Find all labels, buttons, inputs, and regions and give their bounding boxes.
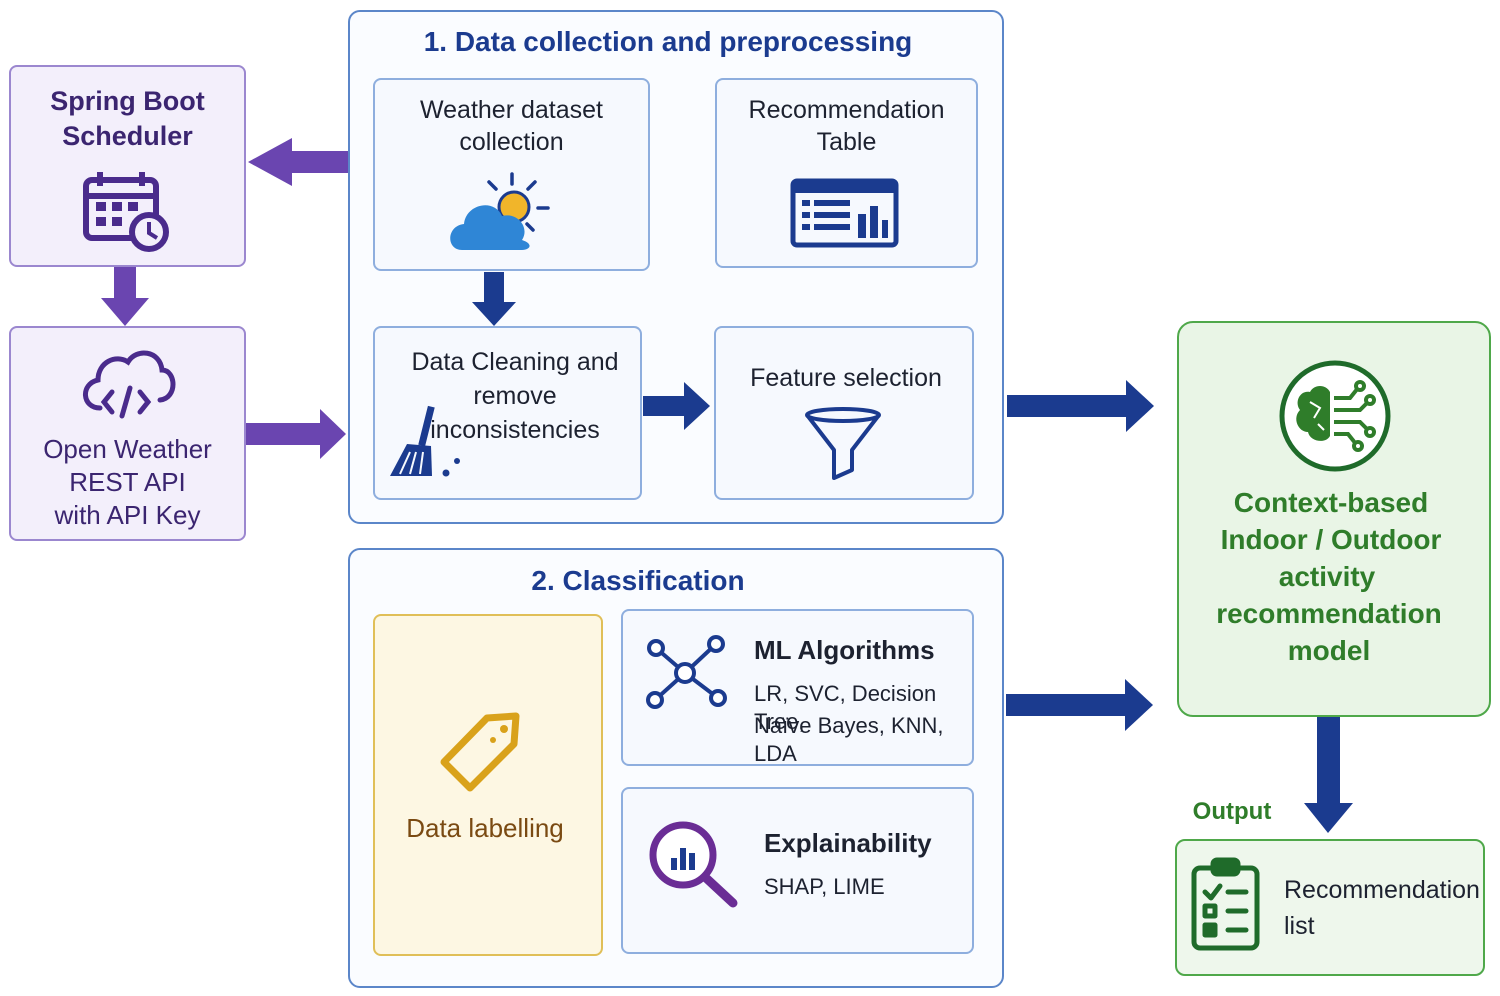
feature-selection-label: Feature selection: [750, 364, 942, 392]
cloud-code-icon: [83, 350, 176, 419]
data-labelling-label: Data labelling: [406, 813, 564, 843]
api-line-3: with API Key: [54, 500, 201, 530]
arrow-scheduler-to-api: [101, 267, 149, 326]
funnel-icon: [805, 407, 881, 480]
ml-algorithms-line-2: Naïve Bayes, KNN, LDA: [754, 713, 944, 767]
output-label: Output: [1192, 798, 1272, 825]
arrow-weather-to-cleaning: [472, 272, 516, 326]
recommendation-list-line-2: list: [1284, 912, 1315, 940]
ml-algorithms-card: [621, 609, 974, 766]
model-line-4: recommendation: [1216, 598, 1442, 629]
arrow-to-scheduler: [248, 138, 348, 186]
feature-selection-card: [714, 326, 974, 500]
arrow-section1-to-model: [1007, 380, 1154, 432]
table-chart-icon: [790, 178, 899, 248]
data-cleaning-label: Data Cleaning and remove inconsistencies: [411, 348, 619, 444]
spring-boot-scheduler-label: Spring Boot Scheduler: [50, 86, 205, 151]
ml-algorithms-line-1: LR, SVC, Decision Tree,: [754, 681, 937, 735]
arrow-model-to-output: [1304, 717, 1353, 833]
broom-icon: [390, 405, 460, 477]
explainability-sub: SHAP, LIME: [764, 874, 885, 899]
calendar-clock-icon: [83, 172, 169, 252]
arrow-api-to-section1: [246, 409, 346, 459]
data-labelling-card: [373, 614, 603, 956]
ml-algorithms-title: ML Algorithms: [754, 635, 935, 665]
recommendation-table-label: Recommendation Table: [748, 96, 945, 156]
brain-circuit-icon: [1279, 360, 1391, 472]
explainability-title: Explainability: [764, 828, 932, 858]
arrow-classification-to-model: [1006, 679, 1153, 731]
model-line-5: model: [1287, 635, 1371, 666]
tag-icon: [440, 712, 520, 792]
model-line-1: Context-based: [1233, 487, 1429, 518]
recommendation-list-line-1: Recommendation: [1284, 876, 1480, 904]
network-icon: [646, 635, 727, 709]
weather-dataset-label: Weather dataset collection: [420, 96, 603, 156]
spring-boot-scheduler-box: [9, 65, 246, 267]
api-line-1: Open Weather: [43, 434, 212, 464]
clipboard-checklist-icon: [1191, 857, 1260, 951]
magnifier-chart-icon: [649, 821, 738, 908]
section-2-title: 2. Classification: [531, 565, 745, 596]
sun-cloud-icon: [450, 172, 550, 250]
model-line-3: activity: [1278, 561, 1376, 592]
arrow-cleaning-to-feature: [643, 382, 710, 430]
section-1-title: 1. Data collection and preprocessing: [423, 26, 913, 57]
model-line-2: Indoor / Outdoor: [1220, 524, 1442, 555]
api-line-2: REST API: [69, 467, 186, 497]
